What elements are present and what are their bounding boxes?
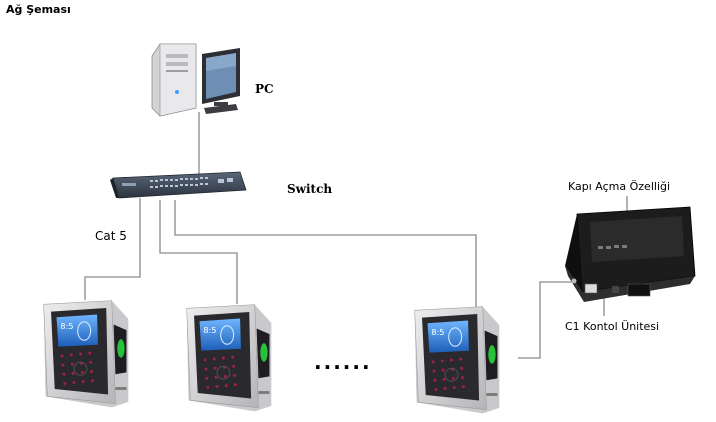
- switch-to-terminal2-cable: [159, 200, 238, 304]
- face-terminal-icon: [43, 300, 129, 408]
- control-unit-label: C1 Kontol Ünitesi: [565, 320, 660, 333]
- desktop-pc-icon: [151, 43, 240, 117]
- terminal3-to-control-unit-cable: [518, 281, 583, 359]
- door-feature-label: Kapı Açma Özelliği: [568, 180, 671, 193]
- cable-label: Cat 5: [95, 229, 127, 243]
- control-unit-icon: [565, 206, 696, 302]
- face-terminal-icon: [186, 304, 272, 412]
- switch-to-terminal3-cable: [174, 200, 477, 308]
- ellipsis-more-devices: ......: [314, 350, 372, 374]
- switch-label: Switch: [287, 182, 333, 196]
- face-terminal-icon: [414, 306, 500, 414]
- page-title: Ağ Şeması: [6, 3, 71, 16]
- pc-label: PC: [255, 82, 274, 96]
- switch-to-terminal1-cable: [84, 198, 141, 300]
- network-switch-icon: [110, 171, 247, 199]
- cable-lines: [84, 112, 628, 359]
